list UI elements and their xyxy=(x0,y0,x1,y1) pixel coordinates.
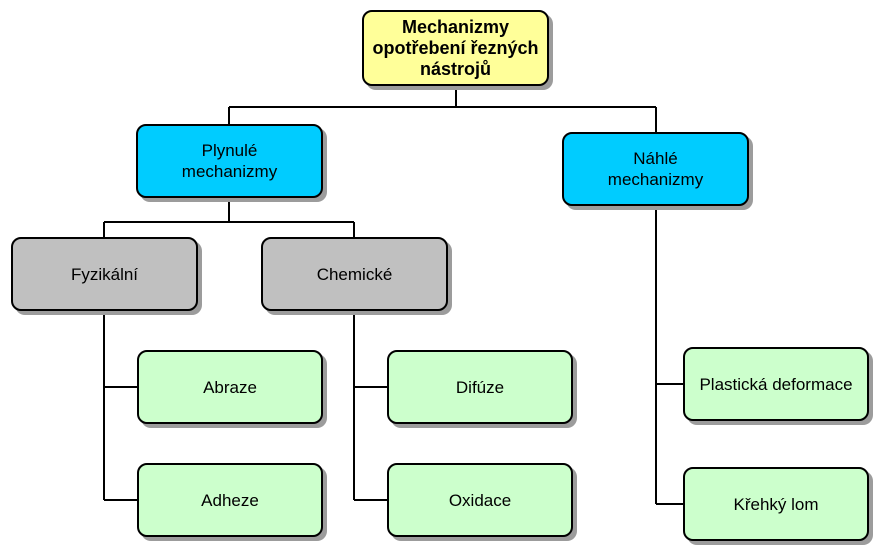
sudden-mechanisms-node: Náhlé mechanizmy xyxy=(562,132,749,206)
oxidation-node: Oxidace xyxy=(387,463,573,537)
abrasion-node: Abraze xyxy=(137,350,323,424)
brittle-fracture-node: Křehký lom xyxy=(683,467,869,541)
diffusion-node: Difúze xyxy=(387,350,573,424)
chemical-node: Chemické xyxy=(261,237,448,311)
plastic-deformation-node: Plastická deformace xyxy=(683,347,869,421)
adhesion-node: Adheze xyxy=(137,463,323,537)
physical-node: Fyzikální xyxy=(11,237,198,311)
root-node: Mechanizmy opotřebení řezných nástrojů xyxy=(362,10,549,86)
gradual-mechanisms-node: Plynulé mechanizmy xyxy=(136,124,323,198)
